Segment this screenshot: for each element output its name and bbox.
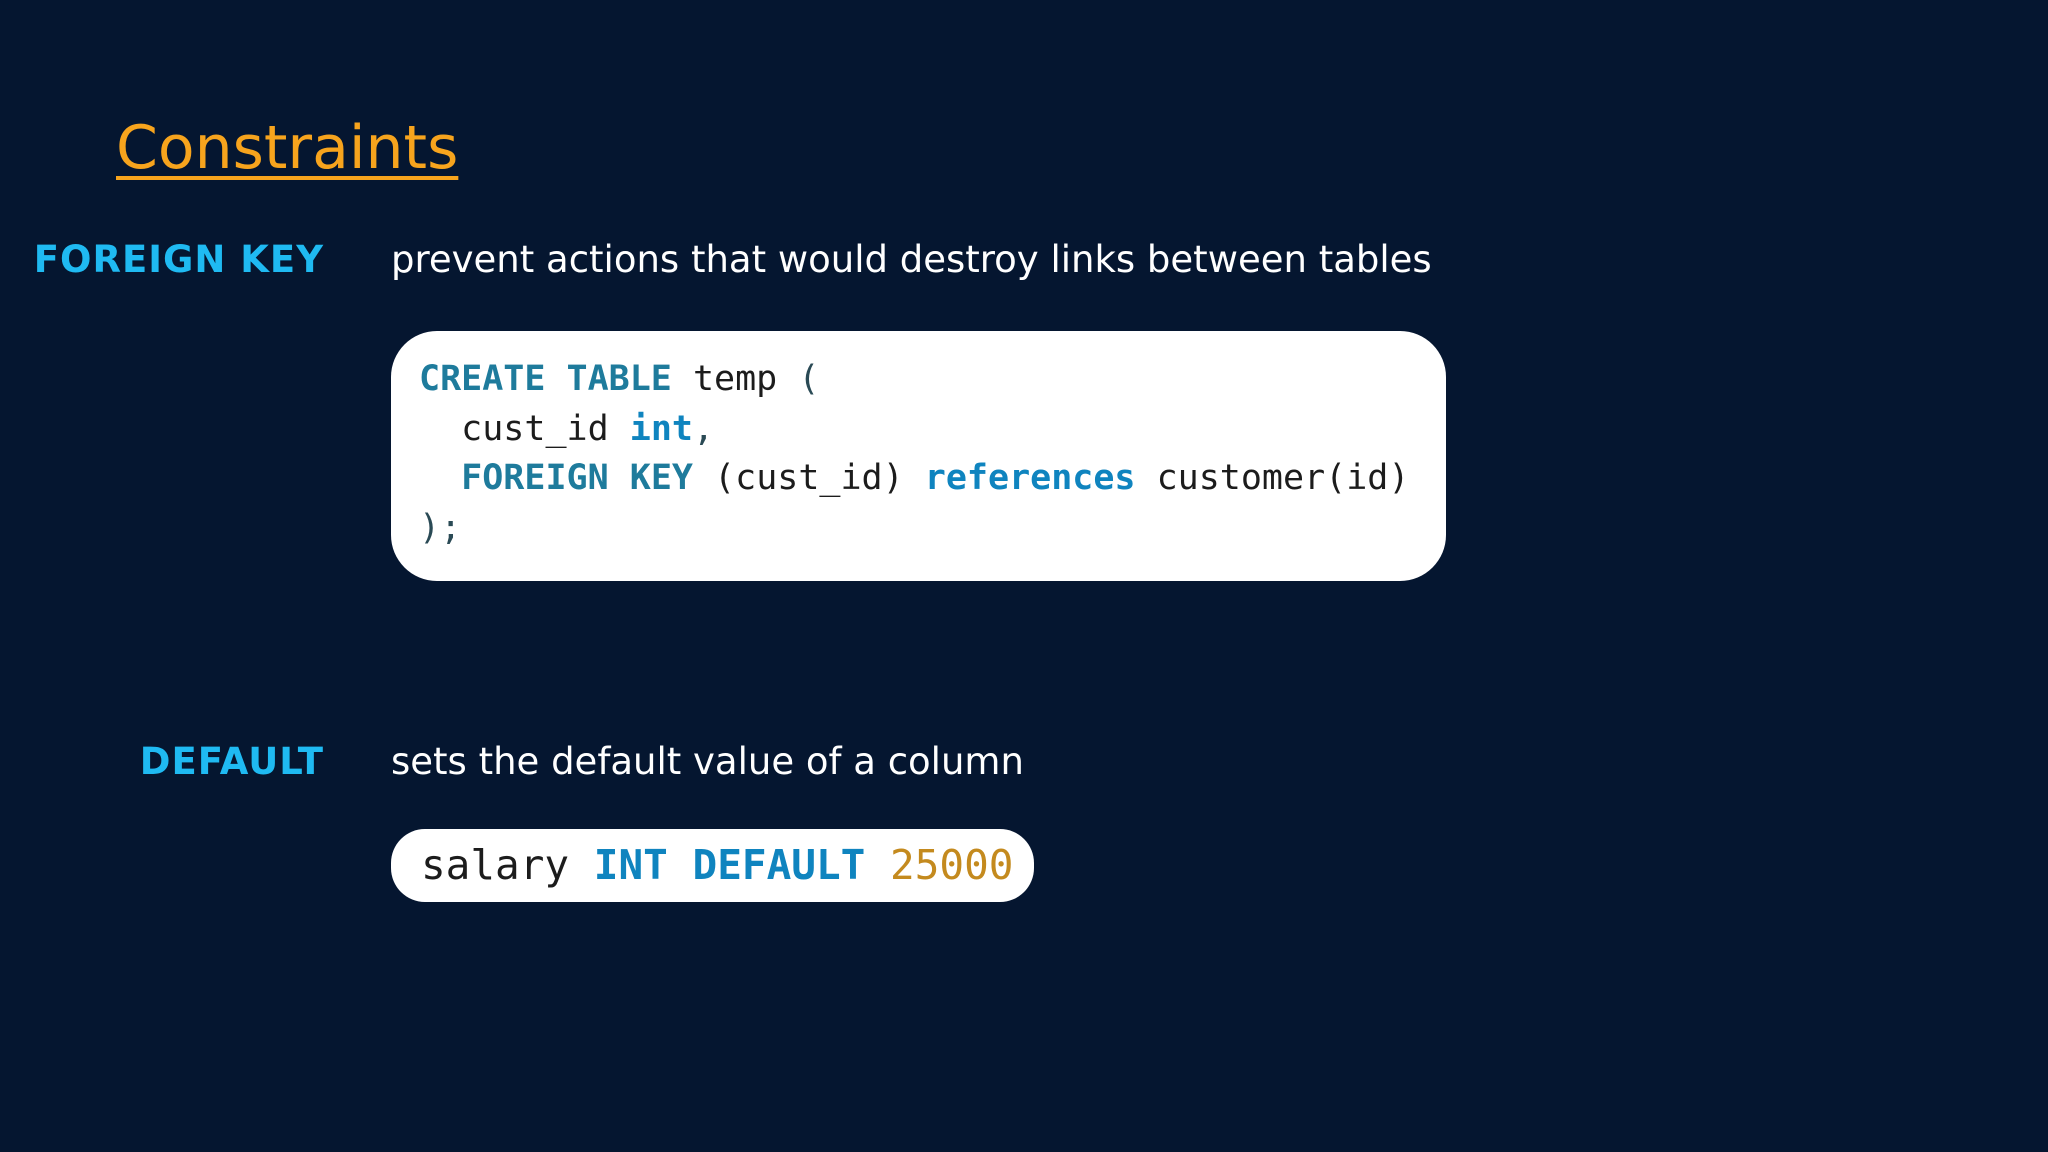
code-type-int: int	[629, 408, 693, 449]
code-salary-column: salary	[421, 841, 570, 889]
code-keyword-table: TABLE	[566, 359, 672, 399]
default-description: sets the default value of a column	[391, 740, 1024, 783]
code-reference-target: customer(id)	[1156, 458, 1410, 498]
code-line-4: );	[419, 504, 1446, 554]
code-keyword-create: CREATE	[419, 359, 546, 399]
code-keyword-references: references	[924, 458, 1136, 498]
default-code-block: salary INT DEFAULT 25000	[391, 829, 1034, 902]
code-line-3: FOREIGN KEY (cust_id) references custome…	[419, 454, 1446, 504]
code-close-statement: );	[419, 507, 462, 548]
code-type-int-upper: INT	[593, 841, 668, 889]
code-table-name: temp	[692, 359, 778, 399]
code-comma: ,	[692, 408, 715, 449]
code-open-paren: (	[798, 359, 820, 399]
code-line-2: cust_id int,	[419, 405, 1446, 455]
code-fk-columns: (cust_id)	[714, 458, 904, 498]
foreign-key-label: FOREIGN KEY	[33, 238, 324, 281]
code-line-1: CREATE TABLE temp (	[419, 355, 1446, 405]
code-keyword-default: DEFAULT	[692, 841, 866, 889]
code-default-value: 25000	[890, 841, 1014, 889]
code-indent	[419, 458, 461, 498]
slide-title: Constraints	[116, 113, 459, 183]
code-keyword-key: KEY	[629, 458, 693, 498]
default-code-line: salary INT DEFAULT 25000	[421, 829, 1034, 902]
default-label: DEFAULT	[139, 740, 324, 783]
code-column-name: cust_id	[461, 408, 609, 449]
foreign-key-description: prevent actions that would destroy links…	[391, 238, 1432, 281]
code-indent	[419, 409, 461, 449]
foreign-key-code-block: CREATE TABLE temp ( cust_id int, FOREIGN…	[391, 331, 1446, 581]
code-keyword-foreign: FOREIGN	[461, 458, 609, 498]
